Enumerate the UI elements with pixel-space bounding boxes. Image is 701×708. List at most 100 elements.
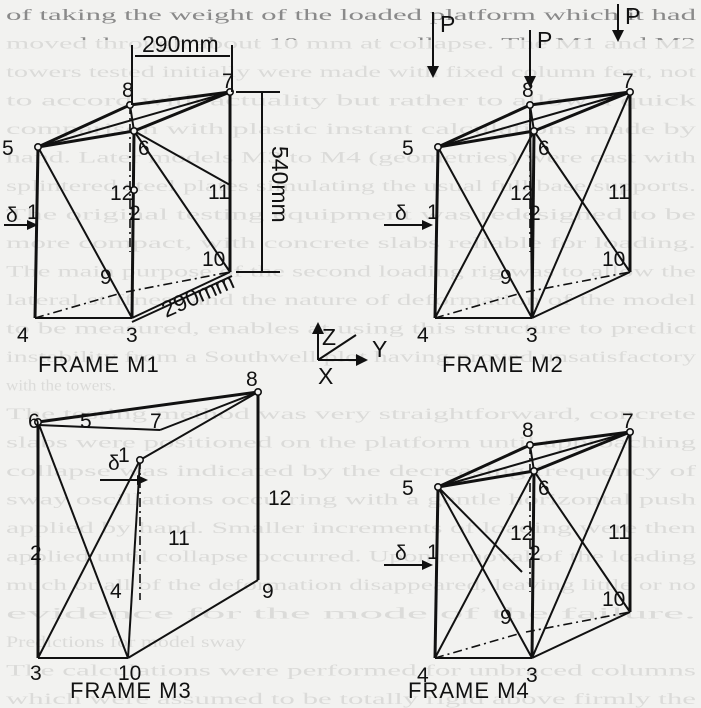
bracing-diagonal [139,391,259,461]
beam-5-6 [37,129,135,149]
sway-arrow-head [422,220,433,230]
load-label: P [625,3,640,29]
node-label-6: 6 [28,410,40,433]
column-5-4 [33,146,40,319]
sway-arrow-head [27,220,38,230]
base-3-10 [131,271,231,319]
node-label-2: 2 [529,542,541,565]
axis-label-x: X [318,363,333,389]
beam-6-7 [533,430,631,473]
node-label-1: 1 [427,541,439,564]
joint-circle [625,427,634,436]
top-member [159,391,259,431]
node-label-9: 9 [500,606,512,629]
node-label-3: 3 [526,324,538,347]
node-label-9: 9 [100,266,112,289]
axis-label-y: Y [372,336,387,362]
joint-circle [525,101,534,110]
sway-symbol: δ [395,542,407,565]
column-5-4 [433,146,440,319]
axis-label-z: Z [322,324,336,350]
bracing-diagonal [437,146,533,319]
top-diagonal [437,91,631,148]
beam-6-7 [133,90,231,133]
joint-circle [254,387,263,396]
node-label-2: 2 [529,202,541,225]
beam-5-8 [437,443,531,489]
node-label-9: 9 [500,266,512,289]
bracing-diagonal [531,91,631,319]
top-diagonal [129,104,135,132]
base-3-10 [531,271,631,319]
node-label-8: 8 [122,79,134,102]
node-label-4: 4 [110,580,122,603]
frame-caption: FRAME M1 [38,352,160,377]
sway-symbol: δ [395,202,407,225]
top-diagonal [529,444,535,472]
joint-circle [529,466,538,475]
node-label-4: 4 [417,324,429,347]
base-9-10 [525,271,631,293]
node-label-10: 10 [202,248,225,271]
node-label-10: 10 [602,588,625,611]
node-label-8: 8 [522,79,534,102]
dimension-top: 290mm [142,31,219,57]
beam-5-8 [37,103,131,149]
joint-circle [433,143,442,152]
node-label-4: 4 [417,664,429,687]
axis-y [317,334,357,361]
beam-8-7 [129,90,231,107]
node-label-5: 5 [2,137,14,160]
sway-arrow-head [137,475,148,485]
beam-8-7 [529,90,631,107]
bracing-diagonal [434,130,535,319]
base-10-9 [127,579,259,659]
joint-circle [433,482,442,491]
bracing-diagonal [531,431,631,659]
node-label-5: 5 [402,137,414,160]
bracing-diagonal [437,486,533,659]
node-label-12: 12 [510,182,533,205]
beam-6-7 [533,90,631,133]
node-label-11: 11 [168,527,190,550]
beam-5-8 [437,103,531,149]
node-label-11: 11 [608,181,630,204]
frame-caption: FRAME M4 [408,678,530,703]
beam-8-7 [529,430,631,447]
load-arrow-head [612,30,624,42]
background-text-line: of taking the weight of the loaded platf… [6,7,696,24]
load-arrow-head [427,66,439,78]
node-label-3: 3 [30,662,42,685]
beam-5-6 [437,469,535,489]
dimension-height: 540mm [267,146,293,223]
beam-6-8 [37,390,259,424]
node-label-10: 10 [118,662,141,685]
node-label-12: 12 [110,182,133,205]
node-label-6: 6 [538,477,550,500]
node-label-12: 12 [510,522,533,545]
base-4-9 [434,633,519,659]
node-label-2: 2 [129,202,141,225]
bracing-diagonal [37,459,141,659]
axis-x-head [356,354,368,366]
node-label-7: 7 [222,70,234,93]
top-member [37,424,161,431]
joint-circle [130,186,139,195]
figure-panel [0,40,701,708]
bracing-diagonal [37,421,129,659]
node-label-1: 1 [27,201,39,224]
node-label-1: 1 [427,201,439,224]
node-label-9: 9 [262,580,274,603]
bracing-diagonal [437,486,523,573]
node-label-7: 7 [622,410,634,433]
axis-z-head [312,322,324,334]
bracing-diagonal [529,104,533,319]
node-label-5: 5 [80,410,92,433]
frame-caption: FRAME M3 [70,678,192,703]
node-label-5: 5 [402,477,414,500]
